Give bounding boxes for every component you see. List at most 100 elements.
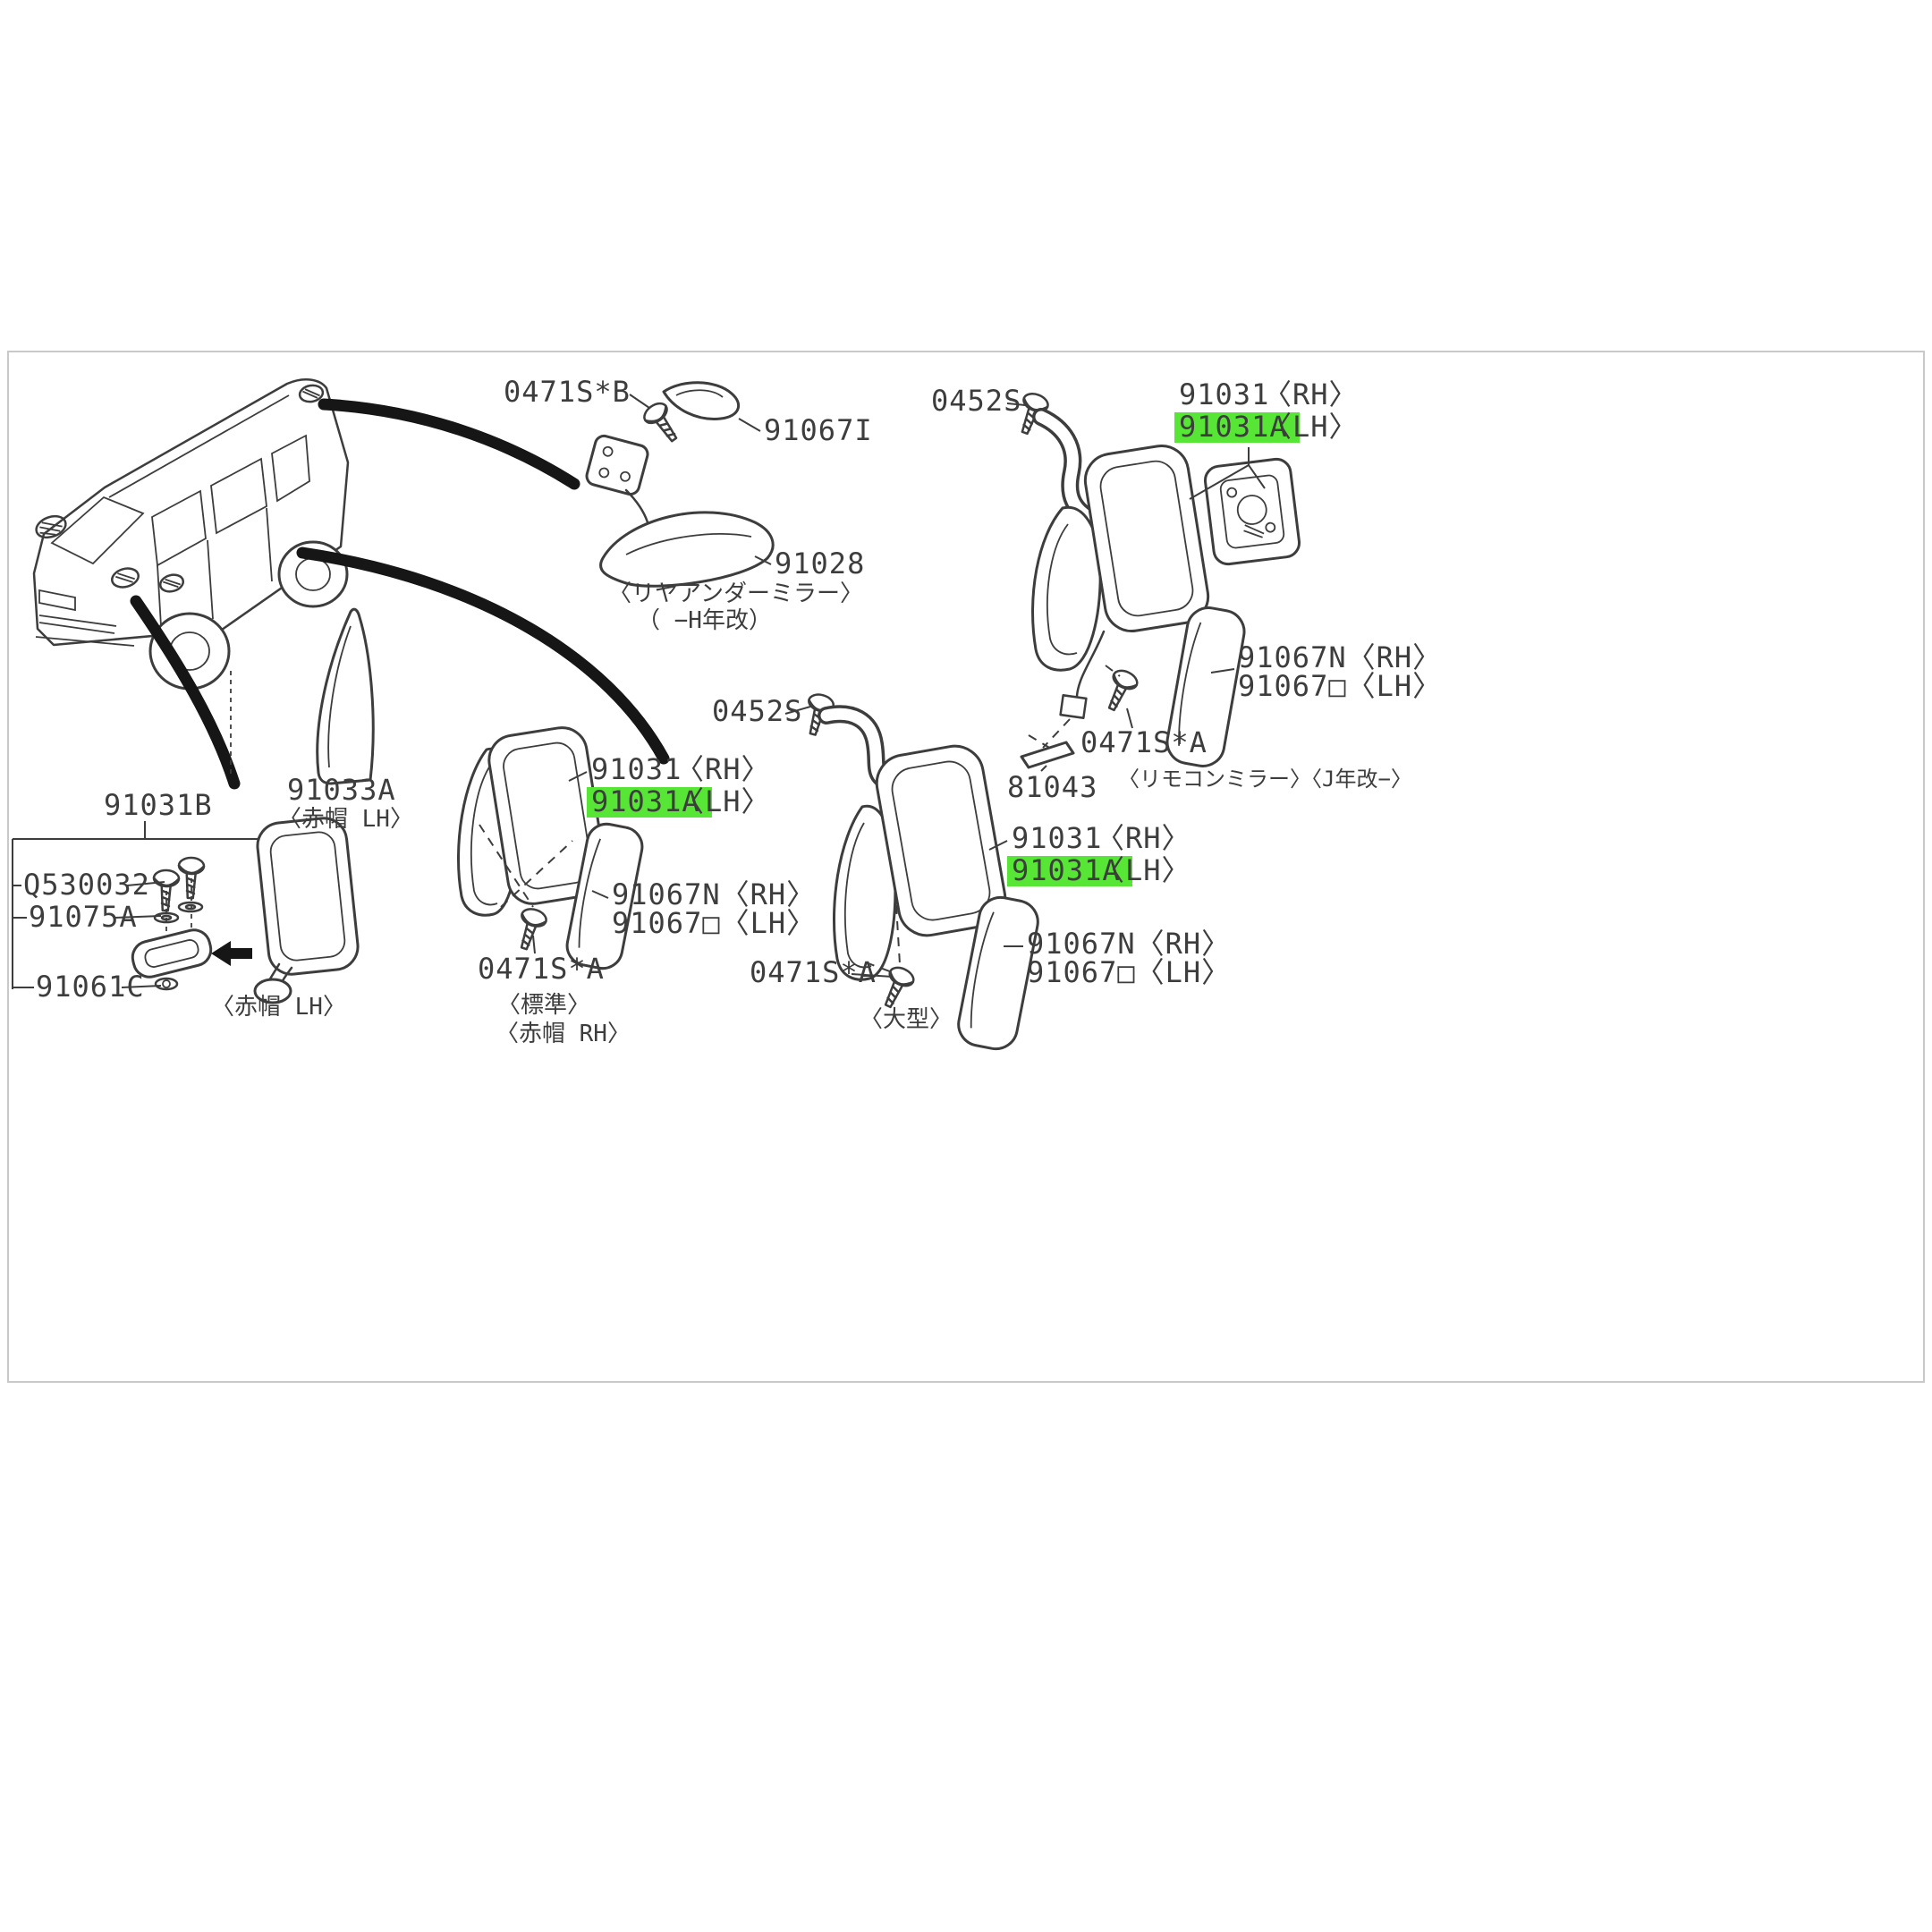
diagram-border — [7, 351, 1925, 1383]
side-label-lh: 〈LH〉 — [1096, 853, 1191, 887]
leader-line — [1006, 402, 1026, 406]
outer-cover-panel — [1165, 606, 1246, 767]
assembly-dash-line — [1042, 718, 1071, 749]
van-mirror-spot-3 — [158, 573, 185, 593]
leader-line — [738, 418, 761, 432]
part-label-91028: 91028 — [775, 547, 865, 580]
mirror-bracket-91033a — [316, 607, 375, 785]
washer-icon — [177, 901, 204, 913]
mirror-bracket-inner-line — [844, 822, 872, 969]
part-label-91031-rh: 91031 — [1179, 377, 1269, 411]
pointer-arrow-center — [296, 547, 670, 765]
highlight-marker — [587, 787, 712, 818]
side-label-lh: 〈LH〉 — [1263, 410, 1359, 444]
van-door-lines — [157, 507, 273, 627]
side-label-rh: 〈RH〉 — [1263, 377, 1359, 411]
van-front-details — [35, 589, 135, 647]
assembly-dash-line — [865, 962, 895, 974]
part-label-91031a-lh: 91031A — [591, 784, 700, 818]
highlight-marker — [1007, 856, 1132, 886]
leader-line — [1126, 708, 1133, 729]
leader-line — [1210, 668, 1235, 674]
assembly-dash-line — [1105, 665, 1121, 677]
screw-icon — [1098, 665, 1141, 716]
mirror-bracket — [1031, 505, 1102, 672]
leader-line — [13, 881, 165, 886]
hinge-stem — [624, 488, 649, 524]
pointer-arrow-top — [318, 398, 580, 490]
side-label-lh: 〈LH〉 — [675, 784, 771, 818]
part-label-q530032: Q530032 — [23, 868, 150, 902]
leader-line — [988, 840, 1008, 851]
assembly-dash-line — [500, 840, 573, 908]
part-label-0471sb: 0471S*B — [504, 375, 631, 409]
van-mirror-spot-1 — [35, 514, 67, 539]
part-label-91067-lh: 91067□〈LH〉 — [612, 906, 816, 940]
part-label-91031b: 91031B — [104, 788, 213, 822]
mirror-cable — [1075, 630, 1106, 698]
mirror-bracket-inner-line — [327, 625, 352, 768]
part-label-91031a-lh: 91031A — [1012, 853, 1121, 887]
mirror-bracket-inner-line — [1046, 523, 1078, 656]
mirror-arm-inner-line — [675, 389, 724, 398]
van-window-1 — [151, 489, 207, 567]
mirror-head-91028 — [599, 511, 775, 588]
leader-line — [13, 985, 162, 988]
van-mirror-spot-4 — [298, 384, 325, 403]
mount-strip-81043 — [1020, 741, 1075, 769]
leader-line — [1040, 765, 1047, 772]
caption-standard: 〈標準〉 — [497, 992, 590, 1019]
part-label-91067n-rh: 91067N〈RH〉 — [1027, 927, 1231, 961]
standard-mirror-group: 91031 〈RH〉 91031A 〈LH〉 91067N〈RH〉 91067□… — [457, 726, 816, 1047]
mirror-housing — [875, 744, 1007, 937]
mirror-housing-91031b — [256, 817, 360, 976]
part-label-0452s: 0452S — [712, 694, 802, 728]
remote-adjuster-plate — [1203, 457, 1301, 566]
van-window-2 — [210, 457, 267, 535]
pointer-arrow-left — [130, 595, 241, 790]
part-label-91031-rh: 91031 — [1012, 821, 1102, 855]
small-pointer-arrow — [211, 941, 252, 966]
part-label-91075a: 91075A — [29, 900, 138, 934]
leader-line — [629, 394, 650, 409]
leader-line — [591, 890, 609, 899]
mirror-mount-cup — [253, 978, 292, 1004]
caption-rear-under-mirror: 〈リヤアンダーミラー〉 — [608, 580, 863, 607]
part-label-91061c: 91061C — [36, 970, 145, 1004]
part-label-91067n-rh: 91067N〈RH〉 — [1238, 640, 1442, 674]
part-label-91031-rh: 91031 — [591, 752, 682, 786]
group-bracket-lines — [12, 821, 295, 989]
van-mirror-spot-2 — [111, 567, 140, 589]
screw-icon — [151, 869, 181, 912]
caption-akabou-rh: 〈赤帽 RH〉 — [496, 1021, 631, 1047]
part-label-91067-lh: 91067□〈LH〉 — [1238, 669, 1442, 703]
caption-akabou-lh: 〈赤帽 LH〉 — [211, 994, 346, 1021]
caption-remote-mirror: 〈リモコンミラー〉〈J年改−〉 — [1118, 767, 1412, 792]
mirror-base-pad — [131, 928, 213, 979]
highlight-marker — [1174, 412, 1300, 443]
mirror-housing — [1083, 444, 1210, 633]
part-label-0452s: 0452S — [931, 384, 1021, 418]
part-label-0471sa: 0471S*A — [478, 952, 605, 986]
hinge-plate — [585, 434, 649, 496]
large-mirror-group: 0452S 91031 〈RH〉 91031A 〈LH〉 91067N〈RH〉 … — [712, 691, 1231, 1051]
leader-line — [851, 973, 894, 978]
side-label-rh: 〈RH〉 — [675, 752, 771, 786]
leader-line — [784, 706, 811, 715]
screw-icon — [176, 856, 206, 900]
leader-line — [754, 555, 772, 565]
caption-akabou-lh-bracket: 〈赤帽 LH〉 — [278, 806, 413, 833]
van-window-3 — [271, 434, 310, 503]
part-label-91067i: 91067I — [764, 413, 873, 447]
leader-line — [13, 915, 162, 919]
screw-icon — [511, 904, 550, 953]
outer-cover-panel — [957, 895, 1039, 1051]
caption-rear-under-year: （ −H年改） — [637, 607, 772, 634]
remote-mirror-group: 0452S 91031 〈RH〉 91031A 〈LH〉 91067N〈RH〉 … — [931, 377, 1442, 804]
leader-line — [532, 935, 536, 954]
part-label-0471sa: 0471S*A — [1080, 725, 1208, 759]
part-label-0471sa: 0471S*A — [750, 955, 877, 989]
leader-line — [568, 771, 588, 782]
leader-line — [1189, 447, 1266, 500]
